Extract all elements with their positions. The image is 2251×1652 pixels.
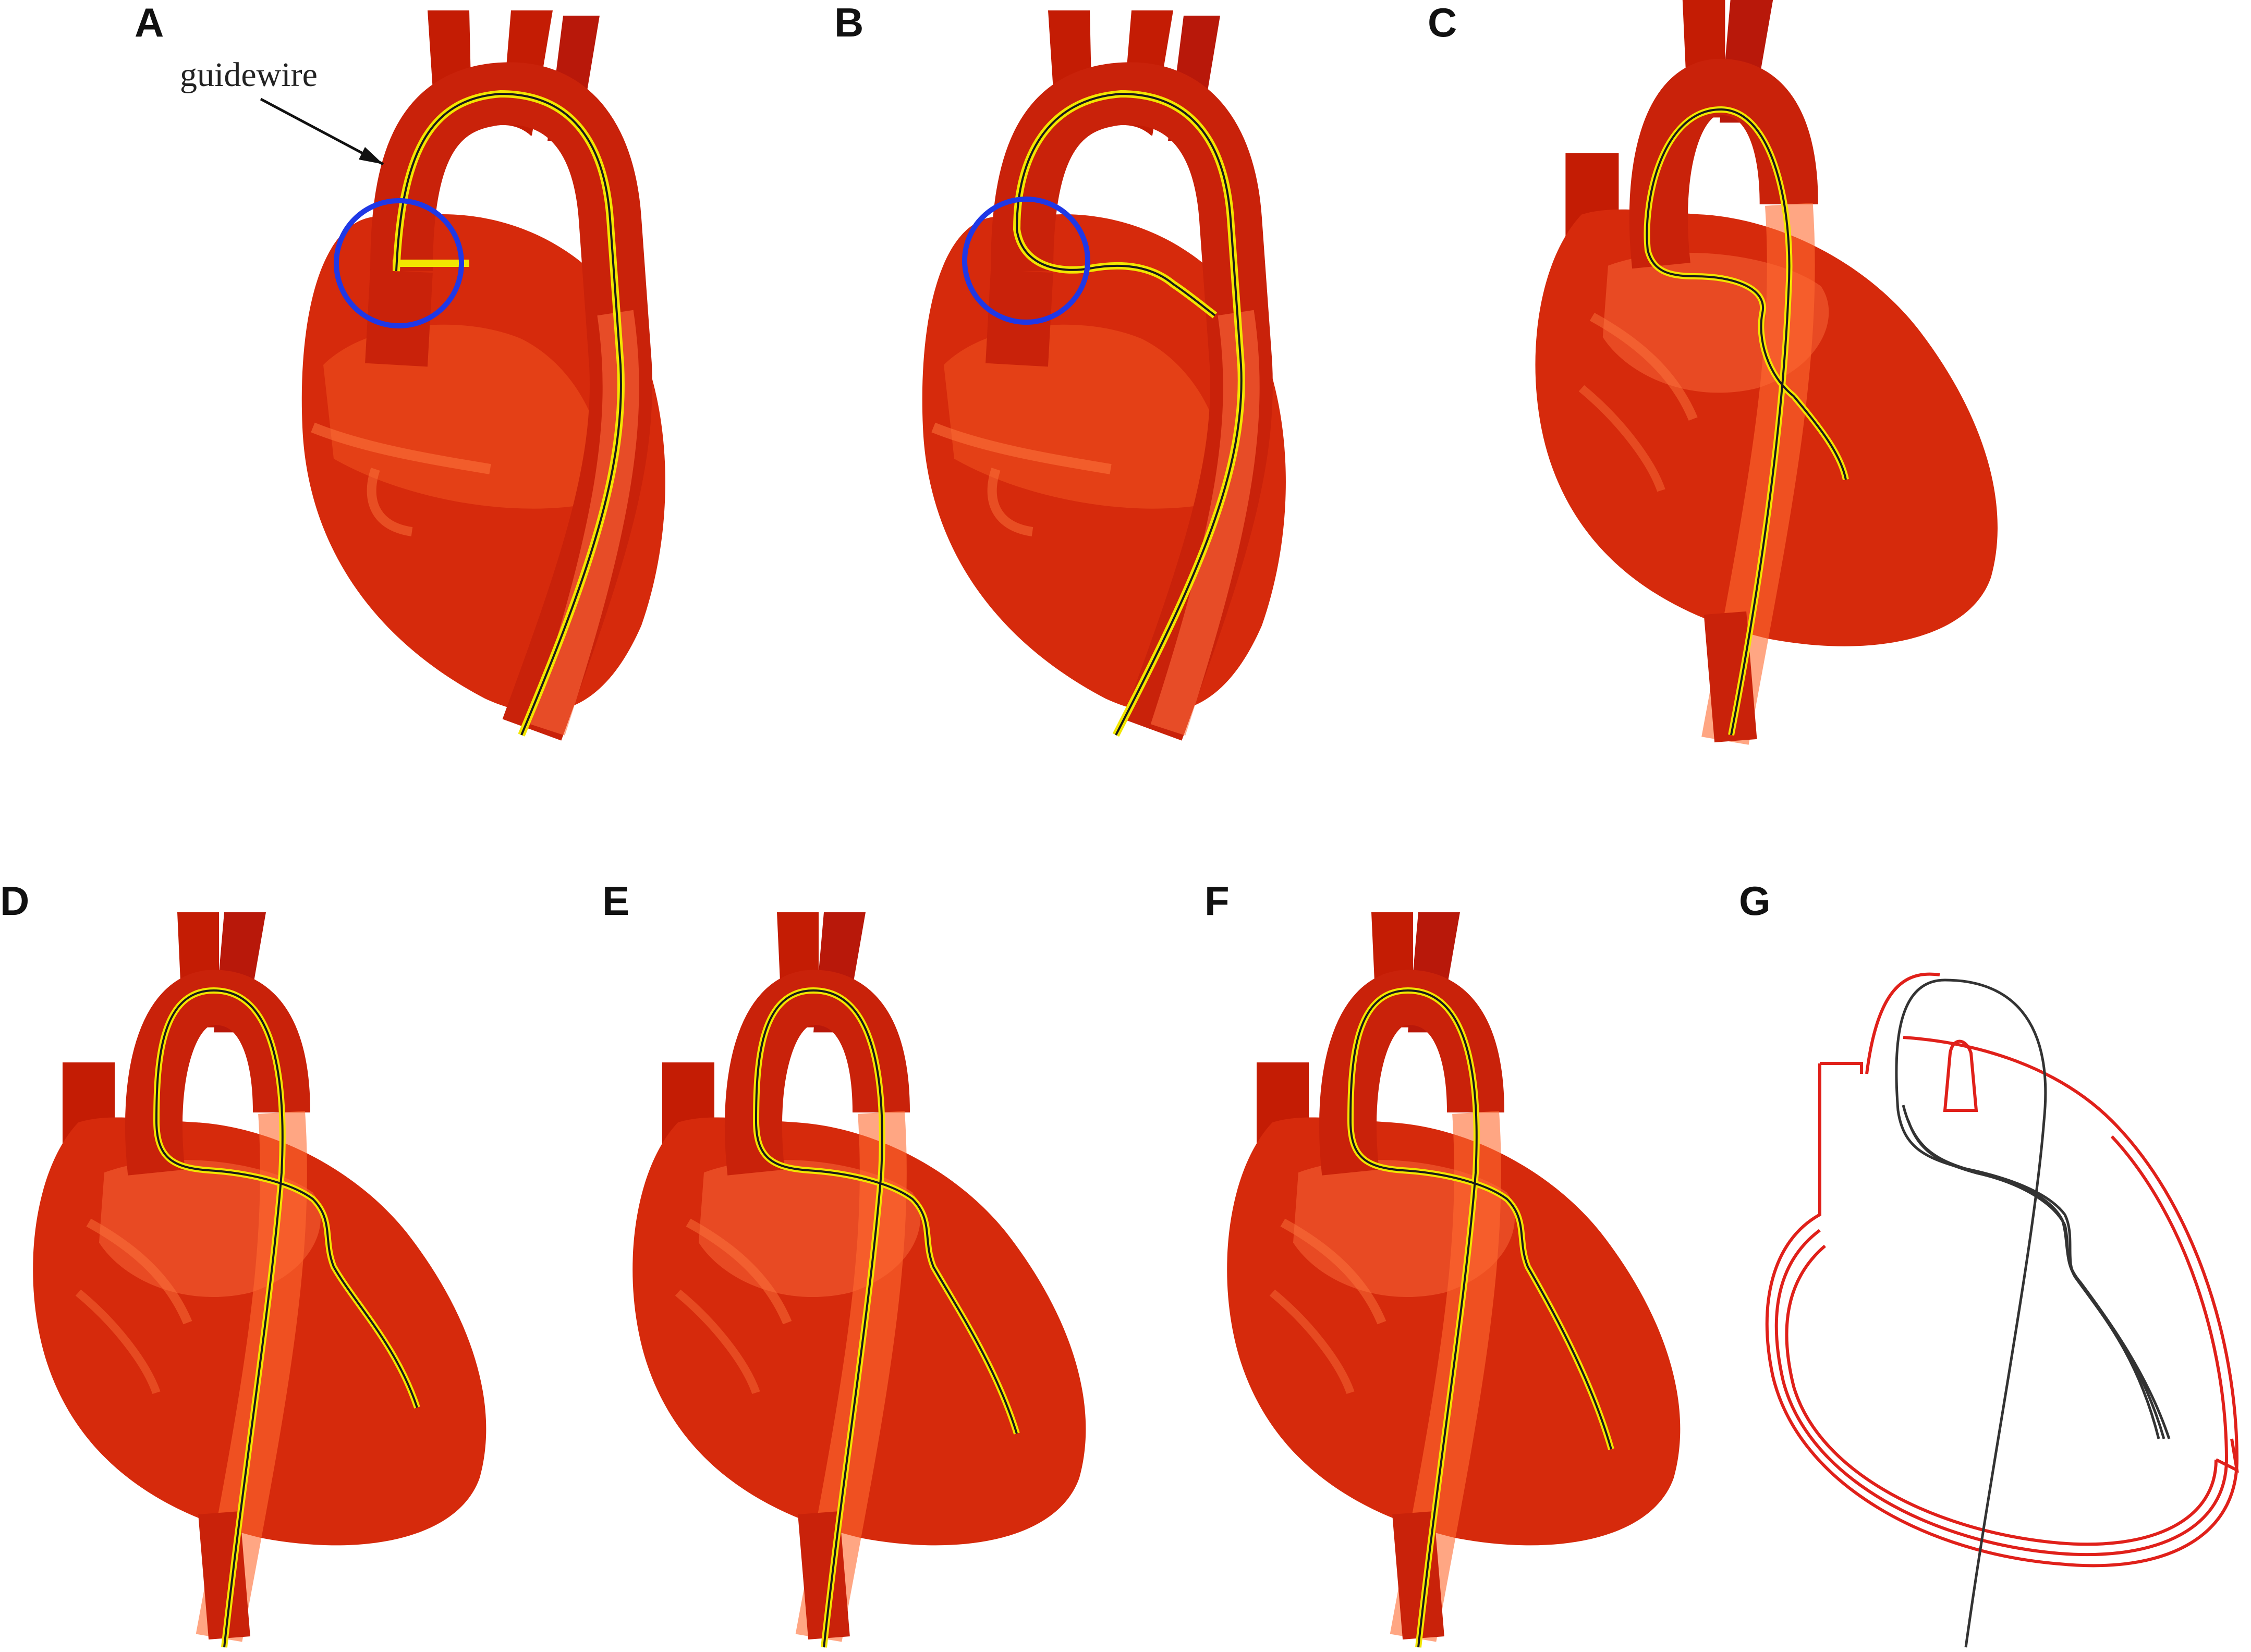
panel-label-c: C [1428, 0, 1457, 45]
heart-model-c [1535, 0, 1998, 741]
panel-label-e: E [602, 878, 629, 924]
panel-b: B [834, 0, 1286, 735]
panel-g: G [1739, 878, 2239, 1648]
outline-guidewire-g [1895, 978, 2171, 1648]
heart-model-b [922, 10, 1286, 730]
panel-c: C [1428, 0, 1998, 741]
panel-label-b: B [834, 0, 863, 45]
panel-label-f: F [1204, 878, 1230, 924]
highlight-circle-a [334, 198, 464, 328]
guidewire-annotation: guidewire [180, 56, 318, 94]
panel-label-g: G [1739, 878, 1771, 924]
outline-heart-g [1765, 972, 2239, 1568]
heart-model-a [302, 10, 665, 730]
panel-d: D [0, 878, 486, 1647]
panel-e: E [602, 878, 1086, 1647]
panel-a: A guidewire [135, 0, 665, 735]
highlight-circle-b [962, 197, 1090, 325]
panel-f: F [1204, 878, 1680, 1647]
panel-label-a: A [135, 0, 164, 45]
panel-label-d: D [0, 878, 29, 924]
